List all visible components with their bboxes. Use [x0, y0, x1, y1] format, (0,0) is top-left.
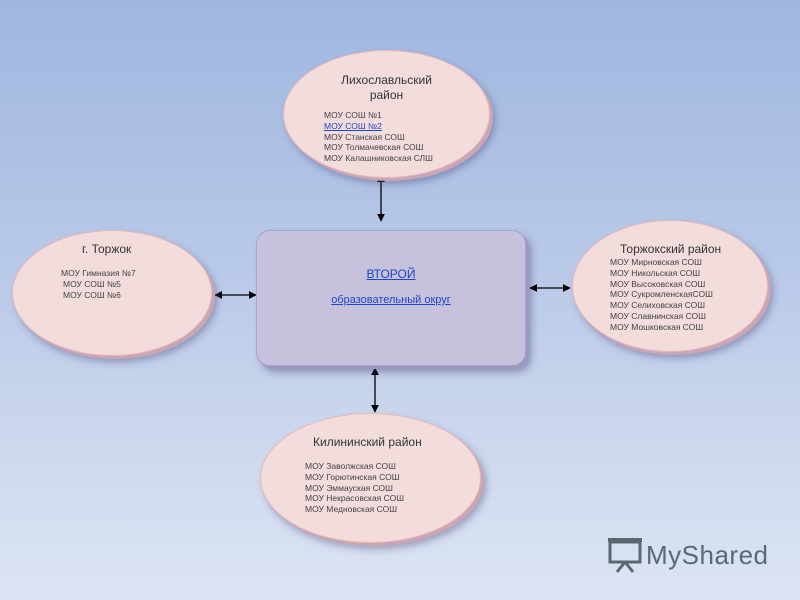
bottom-list: МОУ Заволжская СОШ МОУ Горютинская СОШ М… [305, 461, 404, 515]
top-list: МОУ СОШ №1 МОУ СОШ №2 МОУ Станская СОШ М… [324, 110, 433, 164]
top-title-line1: Лихославльский [341, 73, 432, 87]
list-item: МОУ СОШ №5 [63, 278, 121, 289]
list-item: МОУ СОШ №6 [63, 289, 121, 300]
list-item: МОУ Станская СОШ [324, 131, 405, 142]
left-title: г. Торжок [82, 242, 132, 256]
center-box [256, 230, 526, 366]
bottom-title: Килининский район [313, 435, 422, 449]
ellipse-right [572, 220, 768, 352]
ellipse-left [12, 230, 212, 356]
list-item: МОУ Медновская СОШ [305, 504, 397, 515]
list-item: МОУ Калашниковская СЛШ [324, 153, 433, 164]
list-item: МОУ Славнинская СОШ [610, 310, 706, 321]
left-list: МОУ Гимназия №7 МОУ СОШ №5 МОУ СОШ №6 [61, 268, 136, 300]
list-item-link[interactable]: МОУ СОШ №2 [324, 120, 382, 131]
list-item: МОУ Никольская СОШ [610, 267, 701, 278]
center-link-line2[interactable]: образовательный округ [331, 294, 451, 306]
presentation-board-icon [608, 538, 642, 573]
list-item: МОУ Мошковская СОШ [610, 321, 704, 332]
list-item: МОУ Гимназия №7 [61, 268, 136, 278]
right-title: Торжокский район [620, 242, 722, 256]
ellipse-bottom [260, 413, 481, 543]
list-item: МОУ Высоковская СОШ [610, 278, 706, 289]
center-link-line1[interactable]: ВТОРОЙ [366, 267, 416, 281]
list-item: МОУ СукромленскаяСОШ [610, 289, 713, 300]
top-title-line2: район [369, 88, 404, 102]
list-item: МОУ Толмачевская СОШ [324, 142, 424, 153]
right-list: МОУ Мирновская СОШ МОУ Никольская СОШ МО… [610, 257, 713, 333]
list-item: МОУ Горютинская СОШ [305, 471, 400, 482]
list-item: МОУ Мирновская СОШ [610, 257, 702, 267]
list-item: МОУ Эммауская СОШ [305, 482, 393, 493]
list-item: МОУ Селиховская СОШ [610, 300, 706, 311]
watermark-text: MyShared [646, 540, 769, 570]
list-item: МОУ Заволжская СОШ [305, 461, 396, 471]
list-item: МОУ Некрасовская СОШ [305, 493, 404, 504]
list-item: МОУ СОШ №1 [324, 110, 382, 120]
top-title: Лихославльский район [283, 73, 490, 103]
ellipse-top [283, 50, 490, 178]
